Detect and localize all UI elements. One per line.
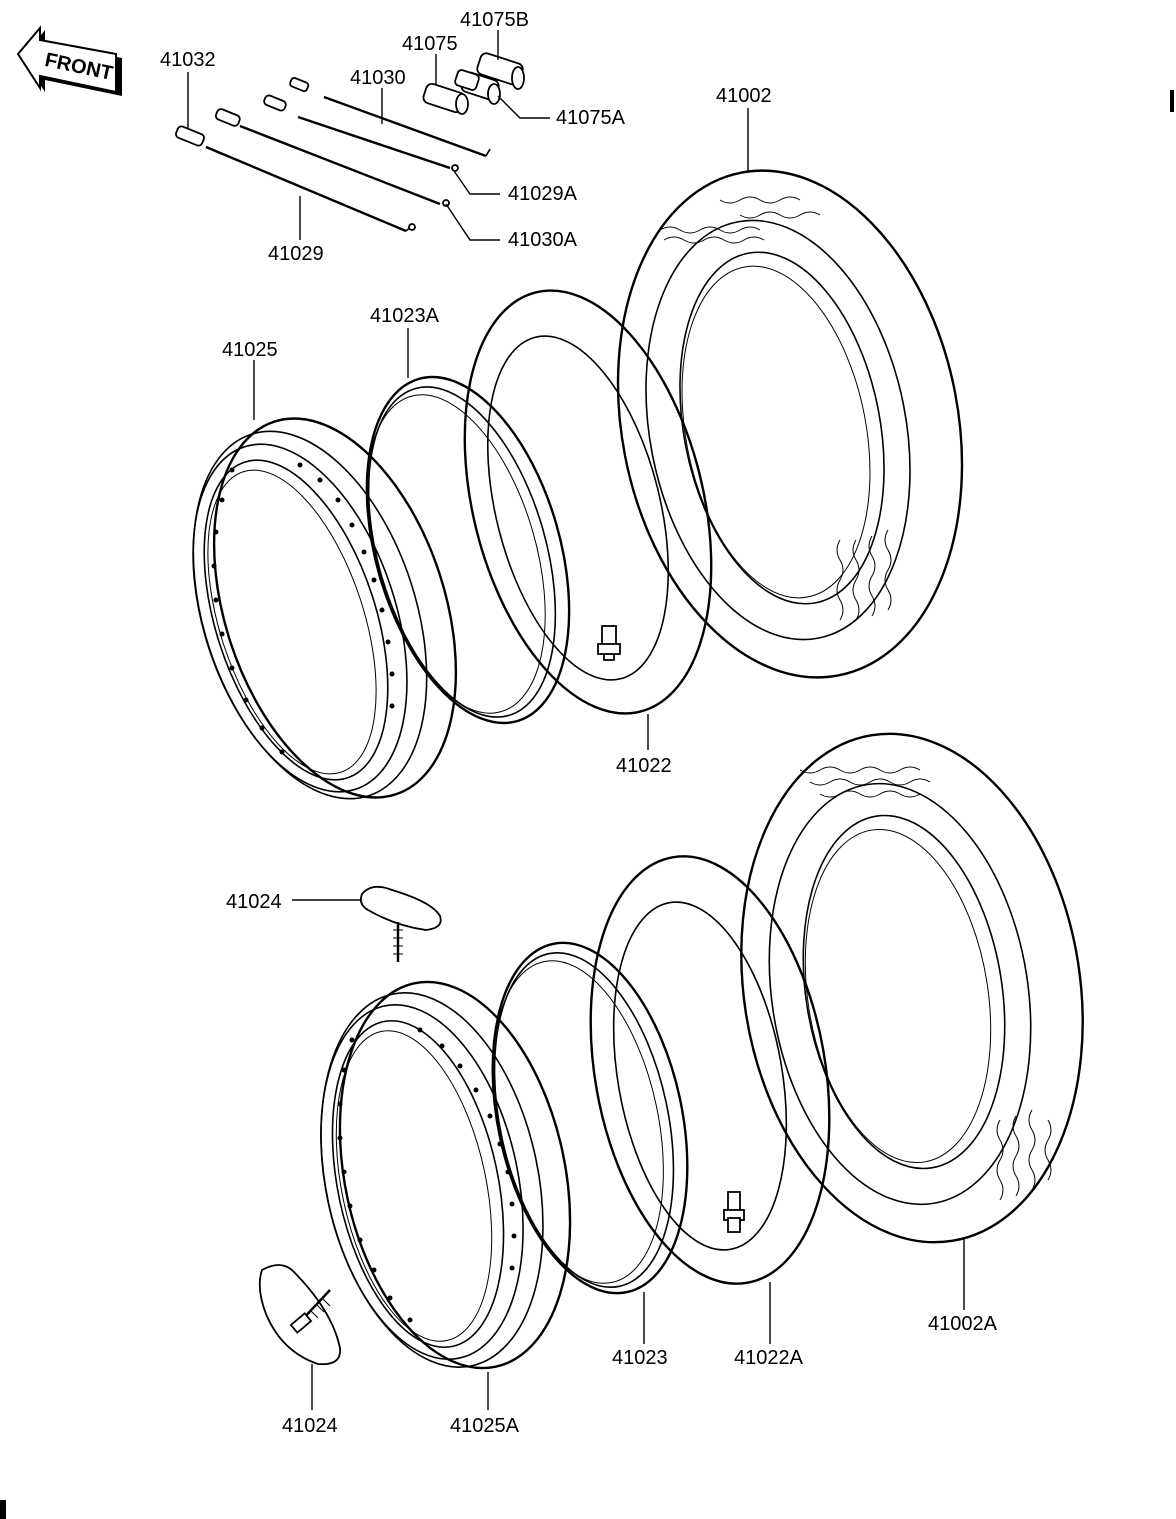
rim-41025 [192,417,458,800]
rim-41025a [320,980,572,1370]
tube-41022a [589,855,831,1285]
spoke-41029 [175,125,416,233]
label-41024-top: 41024 [226,891,282,913]
tire-41002 [616,169,964,679]
spoke-41030 [289,76,491,158]
front-arrow: FRONT [16,25,122,96]
label-41002a: 41002A [928,1313,998,1335]
nipple-41075b [454,52,525,91]
label-41023a: 41023A [370,305,440,327]
tube-41022 [463,289,713,715]
label-41030a: 41030A [508,229,578,251]
label-41023: 41023 [612,1347,668,1369]
tire-41002a [740,732,1084,1244]
label-41024-bottom: 41024 [282,1415,338,1437]
spoke-41029a [263,94,459,172]
leader-lines [187,30,965,1410]
rim-41025-spoke-holes [211,462,395,755]
rim-band-41023 [491,941,689,1295]
label-41029a: 41029A [508,183,578,205]
label-41022a: 41022A [734,1347,804,1369]
label-41032: 41032 [160,49,216,71]
edge-mark-bottom [0,1500,6,1519]
label-41075b: 41075B [460,9,529,31]
label-41029: 41029 [268,243,324,265]
tire-41002-tread [659,196,892,621]
nipple-41075 [422,82,469,115]
label-41030: 41030 [350,67,406,89]
rim-41025a-spoke-holes [337,1027,517,1323]
edge-mark-right [1170,90,1174,112]
rim-band-41023a [365,375,571,725]
rim-lock-41024-top [359,885,442,962]
tire-41002a-tread [799,766,1052,1201]
part-labels: 41032 41075 41075B 41075A 41030 41029A 4… [160,9,998,1437]
rim-lock-41024-bottom [258,1264,341,1366]
label-41025a: 41025A [450,1415,520,1437]
label-41075: 41075 [402,33,458,55]
label-41025: 41025 [222,339,278,361]
valve-41022 [597,625,621,661]
label-41022: 41022 [616,755,672,777]
label-41075a: 41075A [556,107,626,129]
spoke-41030a [214,108,450,207]
valve-41022a [723,1191,745,1233]
label-41002: 41002 [716,85,772,107]
